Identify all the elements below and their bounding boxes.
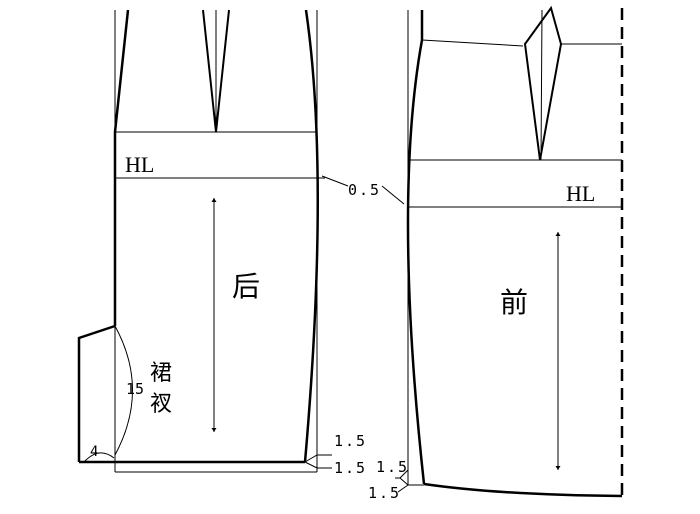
front-hem-offset-leader — [395, 469, 409, 493]
vent-label-top: 裙 — [150, 361, 172, 386]
front-waist-dart — [523, 5, 563, 161]
back-side-seam — [303, 9, 319, 463]
back-panel — [77, 9, 332, 473]
back-panel-label: 后 — [232, 270, 260, 303]
side-seam-offset-leader — [321, 175, 405, 205]
vent-length-label: 15 — [126, 380, 144, 398]
back-hem-offset-lower-label: 1.5 — [334, 459, 367, 477]
vent-width-label: 4 — [90, 444, 98, 460]
vent-width-arc — [83, 452, 115, 463]
front-hem-curve — [423, 482, 623, 498]
back-hem-offset-upper-label: 1.5 — [334, 432, 367, 450]
side-seam-offset-label: 0.5 — [348, 181, 381, 199]
back-hip-line-label: HL — [125, 152, 154, 177]
front-side-seam — [406, 10, 426, 485]
back-vent-outline — [77, 324, 116, 462]
front-hem-offset-lower-label: 1.5 — [368, 484, 401, 502]
front-hem-offset-upper-label: 1.5 — [376, 458, 409, 476]
front-waist-line — [421, 39, 524, 47]
front-panel — [395, 5, 624, 498]
front-dart-centerline — [540, 9, 543, 161]
vent-length-arc — [114, 325, 133, 456]
front-panel-label: 前 — [500, 286, 528, 319]
front-hip-line-label: HL — [566, 181, 595, 206]
back-hem-offset-leader — [304, 454, 332, 472]
vent-label-bottom: 衩 — [150, 392, 172, 417]
back-center-line — [113, 9, 130, 326]
